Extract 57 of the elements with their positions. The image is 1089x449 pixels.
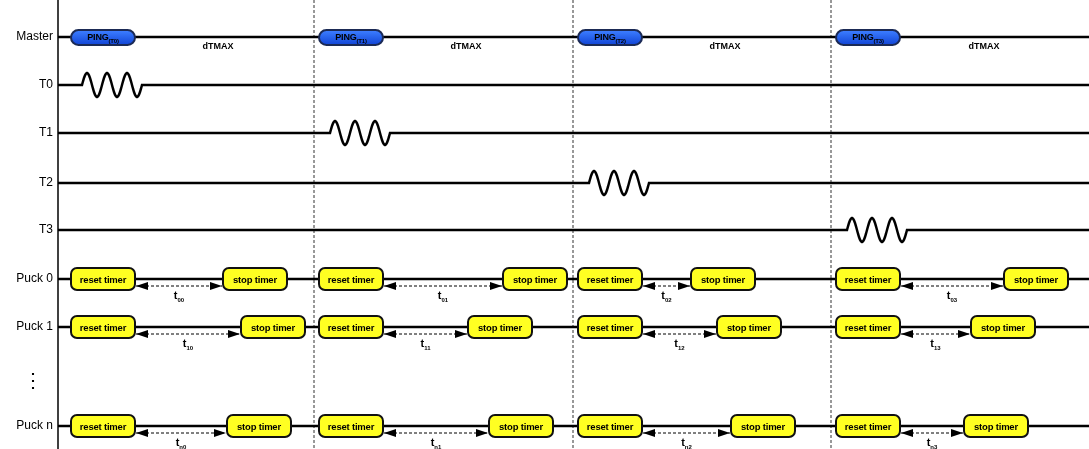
edge-label: t$_{n3}$ (925, 436, 939, 449)
timer-box: reset timer (835, 414, 901, 438)
timer-box: stop timer (730, 414, 796, 438)
double-arrow (135, 330, 241, 338)
ellipsis: ⋮ (23, 368, 43, 392)
timer-box: reset timer (70, 315, 136, 339)
timer-box: stop timer (467, 315, 533, 339)
row-label: Puck 1 (16, 319, 53, 333)
double-arrow (383, 282, 503, 290)
edge-label: t$_{n1}$ (429, 436, 443, 449)
timer-box: stop timer (963, 414, 1029, 438)
timer-box: reset timer (70, 414, 136, 438)
timer-box: reset timer (70, 267, 136, 291)
row-label: T2 (39, 175, 53, 189)
timer-box: stop timer (970, 315, 1036, 339)
double-arrow (135, 429, 227, 437)
ping-pill: PING$_{(T2)}$ (577, 29, 643, 46)
timer-box: reset timer (577, 315, 643, 339)
row-label: T0 (39, 77, 53, 91)
timer-box: stop timer (226, 414, 292, 438)
double-arrow (900, 282, 1004, 290)
timer-box: stop timer (690, 267, 756, 291)
row-label: Puck 0 (16, 271, 53, 285)
timer-box: stop timer (222, 267, 288, 291)
double-arrow (383, 429, 489, 437)
timer-box: reset timer (835, 267, 901, 291)
timer-box: reset timer (318, 315, 384, 339)
row-label: Master (16, 29, 53, 43)
edge-label: t$_{n2}$ (680, 436, 693, 449)
double-arrow (642, 282, 691, 290)
edge-label: t$_{n0}$ (174, 436, 188, 449)
timer-box: reset timer (318, 267, 384, 291)
ping-pill: PING$_{(T3)}$ (835, 29, 901, 46)
row-label: T1 (39, 125, 53, 139)
double-arrow (135, 282, 223, 290)
ping-pill: PING$_{(T0)}$ (70, 29, 136, 46)
double-arrow (900, 429, 964, 437)
timer-box: reset timer (577, 267, 643, 291)
timer-box: reset timer (835, 315, 901, 339)
timer-box: stop timer (716, 315, 782, 339)
timer-box: reset timer (577, 414, 643, 438)
interval-label: dTMAX (709, 41, 741, 51)
interval-label: dTMAX (202, 41, 234, 51)
double-arrow (383, 330, 468, 338)
row-label: T3 (39, 222, 53, 236)
interval-label: dTMAX (968, 41, 1000, 51)
timer-box: stop timer (502, 267, 568, 291)
interval-label: dTMAX (450, 41, 482, 51)
double-arrow (900, 330, 971, 338)
timer-box: stop timer (240, 315, 306, 339)
row-label: Puck n (16, 418, 53, 432)
timer-box: stop timer (1003, 267, 1069, 291)
double-arrow (642, 330, 717, 338)
double-arrow (642, 429, 731, 437)
ping-pill: PING$_{(T1)}$ (318, 29, 384, 46)
timer-box: stop timer (488, 414, 554, 438)
timer-box: reset timer (318, 414, 384, 438)
